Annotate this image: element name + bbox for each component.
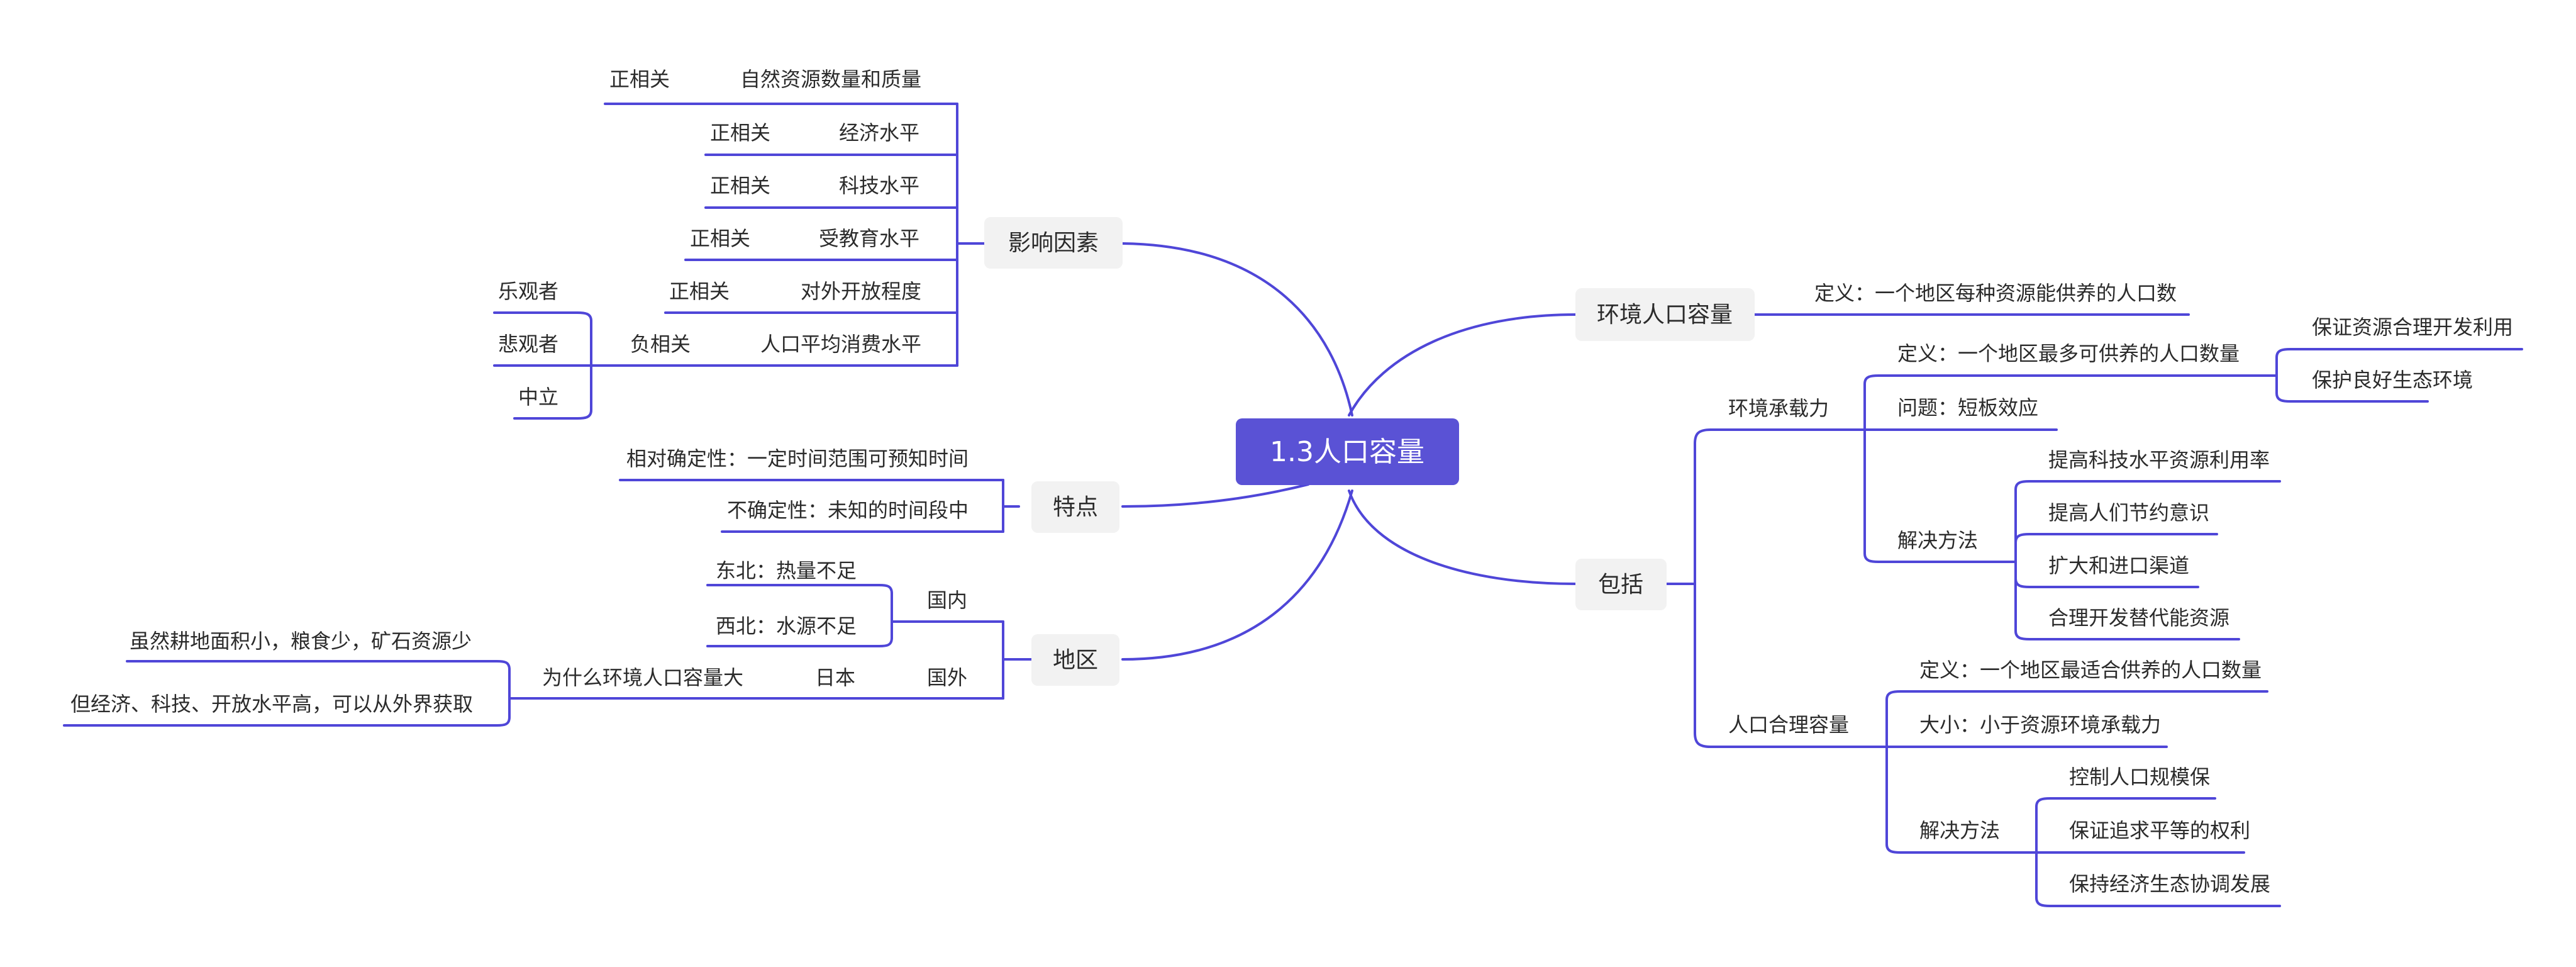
- relation-label: 正相关: [710, 121, 770, 145]
- center-topic-label: 1.3人口容量: [1270, 436, 1424, 468]
- region-foreign-label: 国外: [927, 666, 967, 690]
- reasonable-solution: 保持经济生态协调发展: [2069, 872, 2270, 896]
- reasonable-capacity-label: 人口合理容量: [1728, 713, 1849, 737]
- factor-label: 对外开放程度: [801, 279, 921, 303]
- topic-include-label: 包括: [1598, 572, 1643, 598]
- attitude-label: 中立: [518, 385, 558, 409]
- region-country-label: 日本: [815, 666, 855, 690]
- carrying-problem: 问题：短板效应: [1897, 396, 2038, 420]
- carrying-definition-child: 保护良好生态环境: [2312, 368, 2473, 392]
- reasonable-definition: 定义：一个地区最适合供养的人口数量: [1919, 658, 2262, 682]
- relation-label: 负相关: [630, 332, 691, 356]
- region-reason: 虽然耕地面积小，粮食少，矿石资源少: [130, 629, 472, 653]
- carrying-capacity-label: 环境承载力: [1728, 396, 1829, 420]
- topic-features-label: 特点: [1053, 495, 1098, 520]
- region-reason: 但经济、科技、开放水平高，可以从外界获取: [70, 692, 473, 716]
- carrying-solution-label: 解决方法: [1897, 528, 1978, 552]
- reasonable-solution-label: 解决方法: [1919, 819, 2000, 842]
- relation-label: 正相关: [669, 279, 730, 303]
- attitude-label: 乐观者: [498, 279, 558, 303]
- factor-label: 人口平均消费水平: [760, 332, 921, 356]
- topic-include[interactable]: 包括: [1575, 559, 1667, 610]
- topic-region-label: 地区: [1053, 647, 1098, 673]
- carrying-capacity-branch: 环境承载力 定义：一个地区最多可供养的人口数量 保证资源合理开发利用 保护良好生…: [1728, 315, 2513, 630]
- factor-label: 科技水平: [839, 174, 919, 198]
- center-topic[interactable]: 1.3人口容量: [1236, 418, 1459, 485]
- region-domestic-item: 西北：水源不足: [716, 614, 857, 638]
- region-question-label: 为什么环境人口容量大: [542, 666, 743, 690]
- carrying-definition: 定义：一个地区最多可供养的人口数量: [1897, 342, 2240, 366]
- topic-features[interactable]: 特点: [1031, 481, 1119, 533]
- relation-label: 正相关: [690, 226, 750, 250]
- region-domestic-item: 东北：热量不足: [716, 559, 857, 583]
- features-items: 相对确定性：一定时间范围可预知时间 不确定性：未知的时间段中: [626, 447, 969, 522]
- carrying-definition-child: 保证资源合理开发利用: [2312, 315, 2513, 339]
- attitude-label: 悲观者: [498, 332, 558, 356]
- reasonable-capacity-branch: 人口合理容量 定义：一个地区最适合供养的人口数量 大小：小于资源环境承载力 解决…: [1728, 658, 2270, 896]
- factor-label: 自然资源数量和质量: [740, 67, 921, 91]
- carrying-solution: 扩大和进口渠道: [2048, 554, 2189, 578]
- topic-env-capacity-label: 环境人口容量: [1597, 302, 1733, 328]
- topic-region[interactable]: 地区: [1031, 634, 1119, 686]
- region-items: 国内 东北：热量不足 西北：水源不足 国外 日本 为什么环境人口容量大 虽然耕地…: [70, 559, 967, 716]
- topic-influence[interactable]: 影响因素: [984, 217, 1123, 269]
- feature-item: 不确定性：未知的时间段中: [727, 498, 969, 522]
- influence-factors: 自然资源数量和质量 经济水平 科技水平 受教育水平 对外开放程度 人口平均消费水…: [498, 67, 921, 409]
- reasonable-solution: 保证追求平等的权利: [2069, 819, 2250, 842]
- reasonable-solution: 控制人口规模保: [2069, 765, 2210, 789]
- connector-lines: [63, 103, 2523, 907]
- relation-label: 正相关: [609, 67, 670, 91]
- topic-influence-label: 影响因素: [1008, 230, 1099, 256]
- carrying-solution: 提高科技水平资源利用率: [2048, 448, 2270, 472]
- env-capacity-definition: 定义：一个地区每种资源能供养的人口数: [1814, 281, 2177, 305]
- carrying-solution: 合理开发替代能资源: [2048, 606, 2229, 630]
- relation-label: 正相关: [710, 174, 770, 198]
- topic-env-capacity[interactable]: 环境人口容量: [1575, 288, 1755, 341]
- reasonable-size: 大小：小于资源环境承载力: [1919, 713, 2161, 737]
- feature-item: 相对确定性：一定时间范围可预知时间: [626, 447, 969, 471]
- region-domestic-label: 国内: [927, 588, 967, 612]
- factor-label: 经济水平: [839, 121, 919, 145]
- carrying-solution: 提高人们节约意识: [2048, 501, 2209, 525]
- factor-label: 受教育水平: [819, 226, 919, 250]
